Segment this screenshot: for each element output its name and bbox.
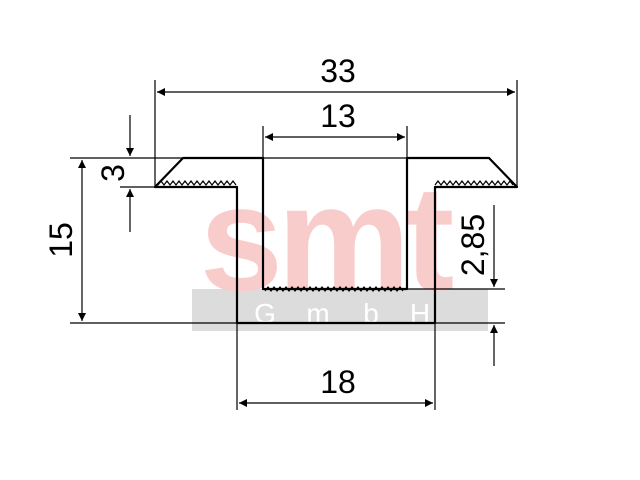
extension-lines <box>70 80 518 410</box>
dim-slot-width: 13 <box>320 98 356 134</box>
dim-overall-width: 33 <box>320 53 356 89</box>
serration-bottom <box>264 286 404 292</box>
serration-right <box>434 180 514 186</box>
watermark-letter-h: H <box>410 298 432 329</box>
dim-base-thickness: 2,85 <box>455 214 491 276</box>
watermark-logo-text: smt <box>200 154 454 322</box>
dim-flange-thickness: 3 <box>95 164 131 182</box>
dim-height: 15 <box>43 222 79 258</box>
watermark-logo: smt G m b H <box>192 154 488 331</box>
watermark-letter-b: b <box>363 298 381 329</box>
watermark-letter-g: G <box>254 298 278 329</box>
serration-left <box>157 180 237 186</box>
dim-bottom-width: 18 <box>320 364 356 400</box>
watermark-letter-m: m <box>306 298 331 329</box>
